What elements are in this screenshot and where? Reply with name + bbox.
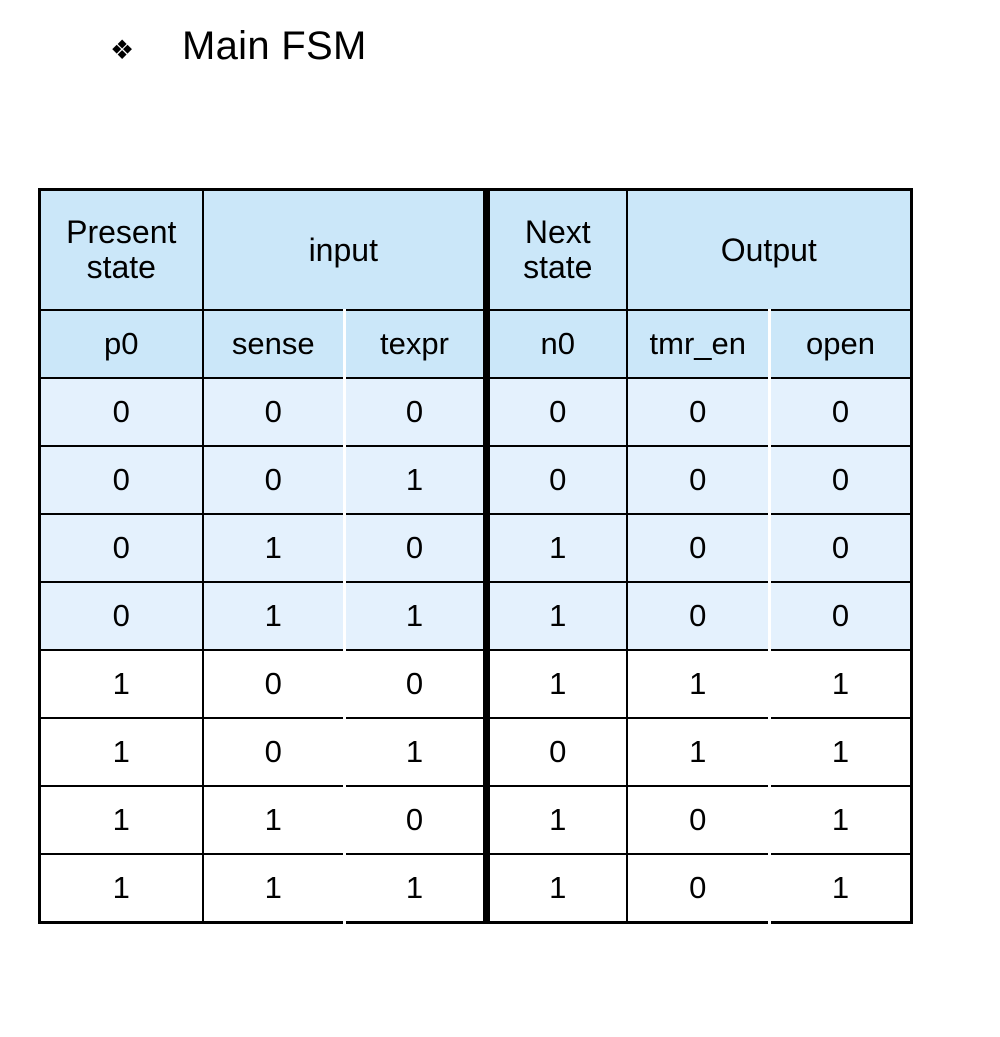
cell-sense: 1 bbox=[201, 513, 346, 583]
cell-p0: 0 bbox=[38, 377, 204, 447]
cell-texpr: 0 bbox=[342, 649, 488, 719]
cell-tmr-en: 0 bbox=[625, 853, 771, 924]
cell-n0: 0 bbox=[483, 377, 628, 447]
table-row: 0 1 1 1 0 0 bbox=[38, 581, 913, 651]
header-input: input bbox=[201, 188, 488, 311]
cell-sense: 0 bbox=[201, 377, 346, 447]
cell-n0: 1 bbox=[483, 513, 628, 583]
cell-sense: 1 bbox=[201, 785, 346, 855]
cell-tmr-en: 0 bbox=[625, 785, 771, 855]
header-next-state: Next state bbox=[483, 188, 628, 311]
main-fsm-state-transition-table: Present state input Next state Output p0… bbox=[38, 188, 914, 924]
cell-p0: 1 bbox=[38, 717, 204, 787]
cell-texpr: 0 bbox=[342, 377, 488, 447]
cell-open: 0 bbox=[768, 581, 913, 651]
cell-texpr: 0 bbox=[342, 785, 488, 855]
table-header-signal-row: p0 sense texpr n0 tmr_en open bbox=[38, 309, 913, 379]
cell-p0: 1 bbox=[38, 853, 204, 924]
cell-tmr-en: 1 bbox=[625, 649, 771, 719]
table-row: 1 1 1 1 0 1 bbox=[38, 853, 913, 924]
slide-title: ❖ Main FSM bbox=[110, 26, 367, 66]
cell-open: 0 bbox=[768, 377, 913, 447]
cell-tmr-en: 0 bbox=[625, 581, 771, 651]
header-col-tmr-en: tmr_en bbox=[625, 309, 771, 379]
cell-p0: 1 bbox=[38, 785, 204, 855]
cell-texpr: 1 bbox=[342, 853, 488, 924]
cell-texpr: 1 bbox=[342, 581, 488, 651]
cell-n0: 1 bbox=[483, 853, 628, 924]
header-col-p0: p0 bbox=[38, 309, 204, 379]
table-header-group-row: Present state input Next state Output bbox=[38, 188, 913, 311]
fsm-table-container: Present state input Next state Output p0… bbox=[38, 188, 914, 924]
header-present-state: Present state bbox=[38, 188, 204, 311]
cell-p0: 1 bbox=[38, 649, 204, 719]
cell-sense: 1 bbox=[201, 581, 346, 651]
cell-sense: 1 bbox=[201, 853, 346, 924]
cell-open: 0 bbox=[768, 445, 913, 515]
table-row: 1 1 0 1 0 1 bbox=[38, 785, 913, 855]
cell-n0: 0 bbox=[483, 445, 628, 515]
cell-p0: 0 bbox=[38, 581, 204, 651]
table-row: 1 0 0 1 1 1 bbox=[38, 649, 913, 719]
header-output: Output bbox=[625, 188, 913, 311]
cell-tmr-en: 0 bbox=[625, 445, 771, 515]
cell-open: 1 bbox=[768, 785, 913, 855]
cell-p0: 0 bbox=[38, 513, 204, 583]
cell-open: 1 bbox=[768, 853, 913, 924]
table-row: 0 1 0 1 0 0 bbox=[38, 513, 913, 583]
cell-texpr: 0 bbox=[342, 513, 488, 583]
cell-tmr-en: 1 bbox=[625, 717, 771, 787]
header-col-n0: n0 bbox=[483, 309, 628, 379]
cell-n0: 1 bbox=[483, 785, 628, 855]
diamond-bullet-icon: ❖ bbox=[110, 35, 135, 65]
cell-open: 0 bbox=[768, 513, 913, 583]
cell-n0: 1 bbox=[483, 581, 628, 651]
page-title: Main FSM bbox=[182, 24, 367, 68]
table-row: 1 0 1 0 1 1 bbox=[38, 717, 913, 787]
cell-sense: 0 bbox=[201, 717, 346, 787]
header-col-sense: sense bbox=[201, 309, 346, 379]
cell-texpr: 1 bbox=[342, 717, 488, 787]
cell-n0: 0 bbox=[483, 717, 628, 787]
cell-tmr-en: 0 bbox=[625, 377, 771, 447]
cell-n0: 1 bbox=[483, 649, 628, 719]
cell-open: 1 bbox=[768, 717, 913, 787]
cell-p0: 0 bbox=[38, 445, 204, 515]
cell-sense: 0 bbox=[201, 445, 346, 515]
cell-sense: 0 bbox=[201, 649, 346, 719]
header-col-texpr: texpr bbox=[342, 309, 488, 379]
table-row: 0 0 0 0 0 0 bbox=[38, 377, 913, 447]
cell-tmr-en: 0 bbox=[625, 513, 771, 583]
header-col-open: open bbox=[768, 309, 913, 379]
cell-open: 1 bbox=[768, 649, 913, 719]
cell-texpr: 1 bbox=[342, 445, 488, 515]
table-row: 0 0 1 0 0 0 bbox=[38, 445, 913, 515]
